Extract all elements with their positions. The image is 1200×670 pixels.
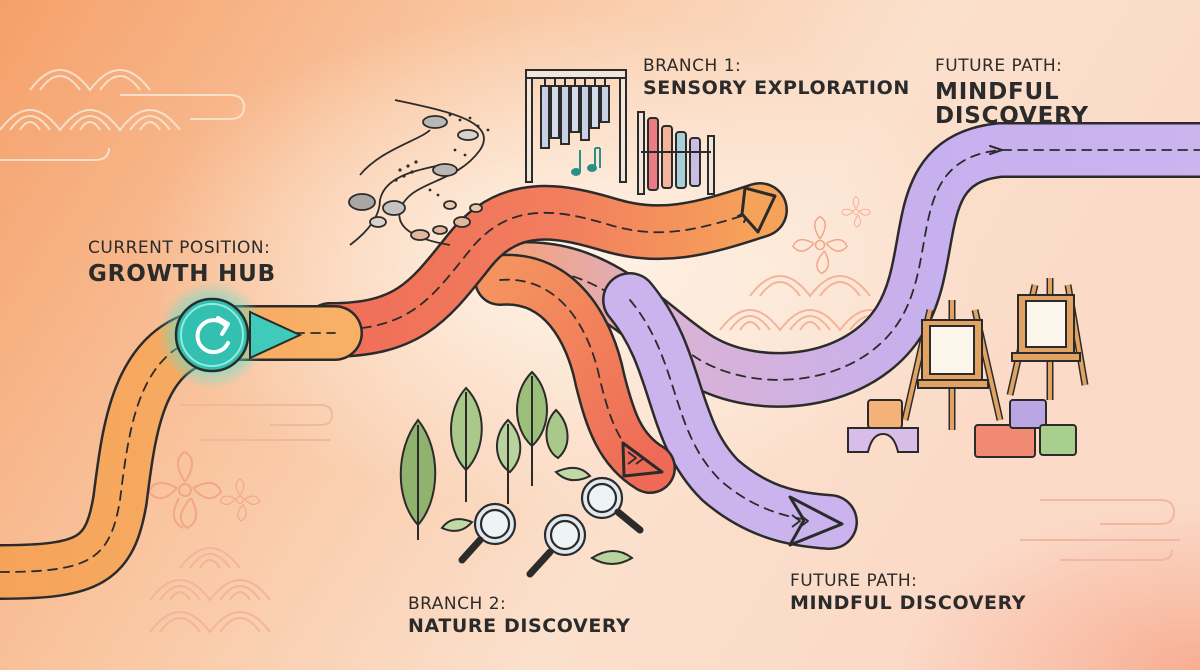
easel-icon [901, 278, 1089, 430]
branch-2-kicker: BRANCH 2: [408, 594, 507, 614]
branch-1-kicker: BRANCH 1: [643, 56, 742, 76]
current-position-kicker: CURRENT POSITION: [88, 238, 271, 258]
wind-chimes-icon [525, 69, 627, 183]
branch-2-label: BRANCH 2: NATURE DISCOVERY [408, 594, 631, 637]
road-arrow-tips [621, 186, 844, 547]
leaf-plants-icon [399, 370, 634, 565]
future-path-top-title-line2: DISCOVERY [935, 102, 1089, 129]
wave-pattern-icon [719, 275, 901, 332]
future-path-bottom-kicker: FUTURE PATH: [790, 571, 918, 591]
hub-marker[interactable] [158, 281, 303, 389]
branch-1-title: SENSORY EXPLORATION [643, 76, 910, 99]
future-path-bottom-title: MINDFUL DISCOVERY [790, 591, 1027, 614]
cherry-blossom-icon [147, 196, 871, 530]
stone-path-icon [348, 99, 490, 246]
play-blocks-icon [847, 399, 1077, 458]
future-path-top-label: FUTURE PATH: MINDFUL DISCOVERY [935, 56, 1089, 129]
branch-2-title: NATURE DISCOVERY [408, 614, 631, 637]
future-path-top-title-line1: MINDFUL [935, 78, 1060, 105]
current-position-title: GROWTH HUB [88, 260, 276, 287]
cloud-swirl-icon [180, 404, 1180, 561]
future-path-bottom-label: FUTURE PATH: MINDFUL DISCOVERY [790, 571, 1027, 614]
future-path-top-kicker: FUTURE PATH: [935, 56, 1063, 76]
wave-pattern-icon [149, 547, 271, 634]
xylophone-icon [637, 111, 715, 195]
music-note-icon [571, 147, 601, 176]
wave-pattern-icon [0, 69, 246, 161]
branch-1-label: BRANCH 1: SENSORY EXPLORATION [643, 56, 910, 99]
branch-1-road [302, 182, 788, 358]
magnifying-glass-icon [458, 476, 644, 578]
refresh-cycle-icon [195, 316, 230, 355]
current-position-label: CURRENT POSITION: GROWTH HUB [88, 238, 276, 287]
